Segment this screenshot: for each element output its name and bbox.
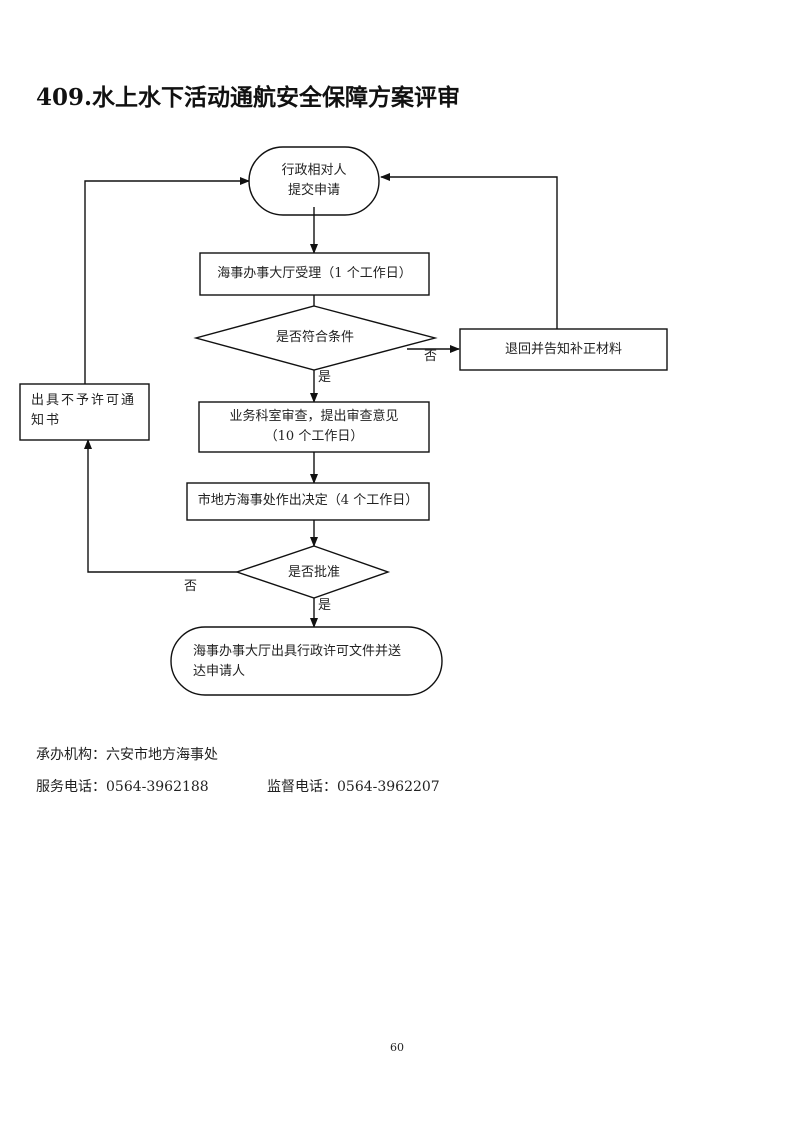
review-node-text: 业务科室审查，提出审查意见 （10 个工作日） [199,407,429,447]
issue-line1: 海事办事大厅出具行政许可文件并送 [193,644,402,659]
decision-node-text: 市地方海事处作出决定（4 个工作日） [197,493,419,508]
review-node [198,401,430,453]
label-yes-condition: 是 [318,370,332,385]
arrow-return-start [380,173,558,329]
arrow-deny-start [84,177,250,384]
decision-node [186,482,430,521]
deny-line2: 知书 [31,413,62,428]
service-phone: 服务电话：0564-3962188 [36,779,209,795]
check-condition-text: 是否符合条件 [275,330,354,345]
document-title: 409.水上水下活动通航安全保障方案评审 [36,84,461,111]
start-line2: 提交申请 [287,183,340,198]
return-node [459,328,668,371]
arrow-no-deny [84,439,237,573]
accept-node-text: 海事办事大厅受理（1 个工作日） [217,266,412,281]
label-no-approve: 否 [184,579,198,594]
deny-line1: 出具不予许可通 [31,393,137,408]
issue-node [170,626,443,696]
start-line1: 行政相对人 [281,163,347,178]
review-line1: 业务科室审查，提出审查意见 [229,409,399,424]
issue-line2: 达申请人 [193,664,246,679]
supervision-phone: 监督电话：0564-3962207 [267,779,440,795]
start-node-text: 行政相对人 提交申请 [249,161,379,201]
deny-notice-text: 出具不予许可通 知书 [31,391,146,431]
return-node-text: 退回并告知补正材料 [504,342,622,357]
review-line2: （10 个工作日） [264,429,364,444]
issue-node-text: 海事办事大厅出具行政许可文件并送 达申请人 [193,642,433,682]
label-yes-approve: 是 [318,598,332,613]
approve-check-text: 是否批准 [287,565,340,580]
agency-info: 承办机构：六安市地方海事处 [36,747,218,763]
page-number: 60 [390,1041,404,1054]
label-no-condition: 否 [424,349,438,364]
deny-notice-node [19,383,150,441]
